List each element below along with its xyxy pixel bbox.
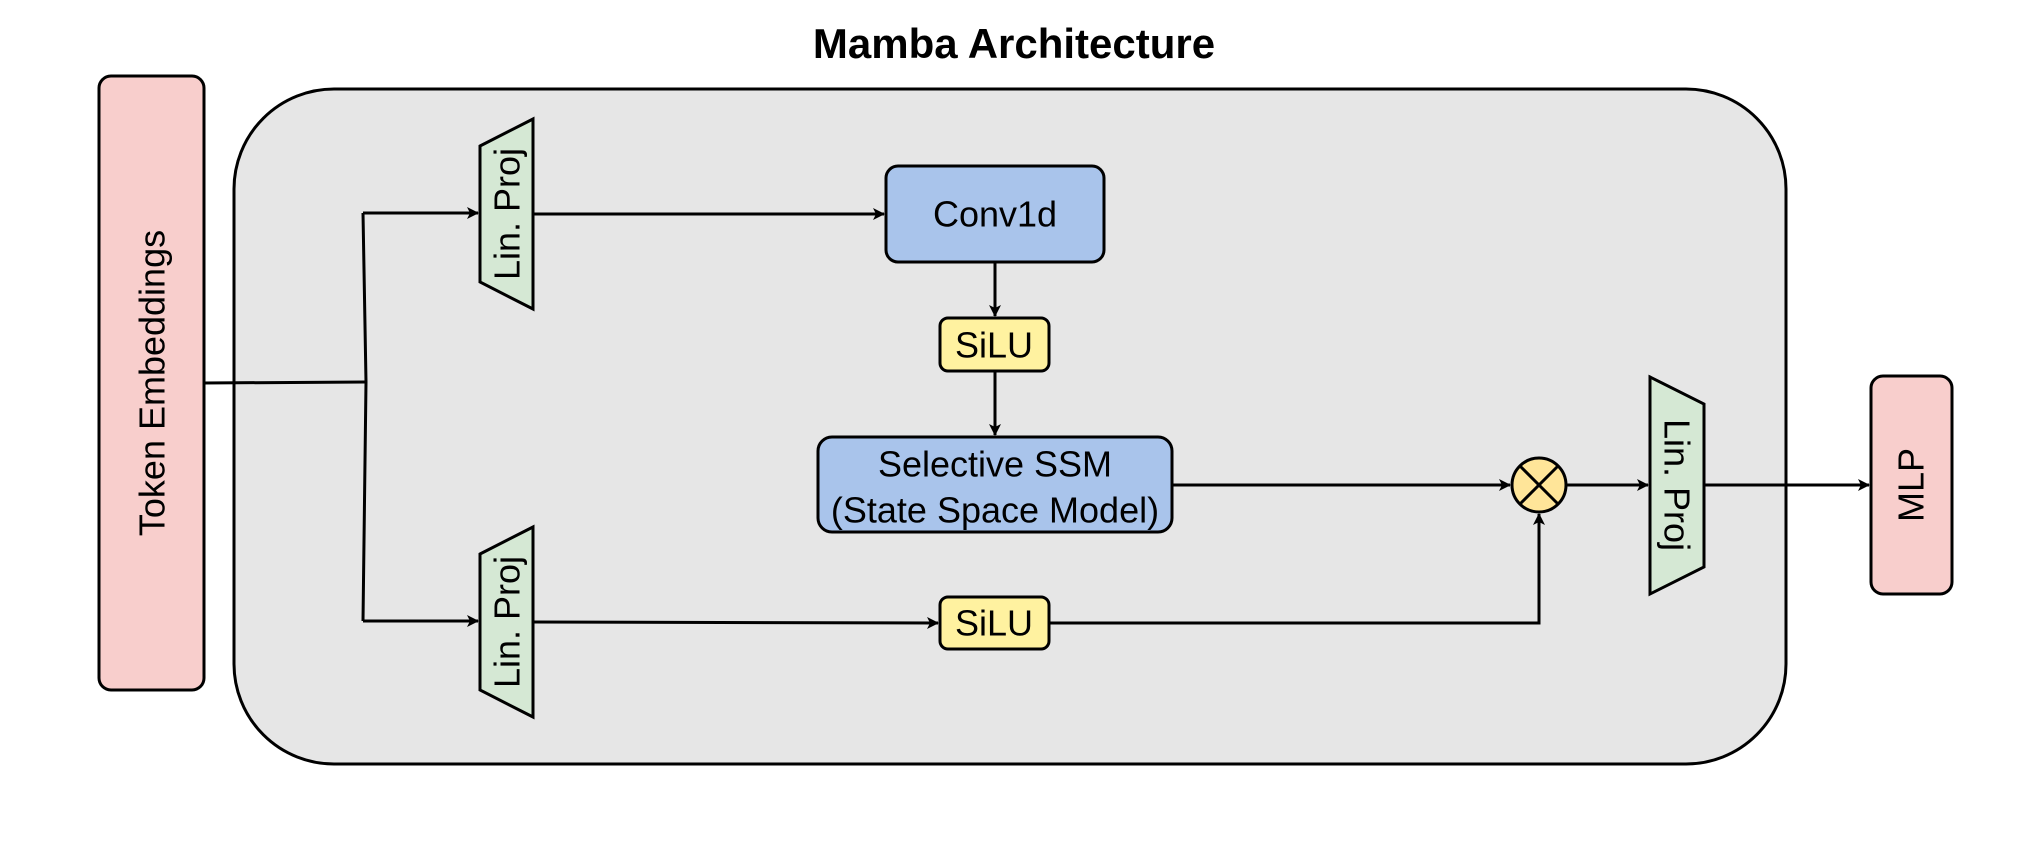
lin-proj-out-label: Lin. Proj — [1657, 419, 1698, 551]
lin-proj-out-trapezoid — [1648, 374, 1706, 597]
conv1d-label: Conv1d — [933, 194, 1057, 235]
selective-ssm-label-line2: (State Space Model) — [831, 490, 1159, 531]
lin-proj-top-label: Lin. Proj — [487, 148, 528, 280]
edge-embeddings-to-split — [203, 380, 367, 385]
lin-proj-bottom-label: Lin. Proj — [487, 556, 528, 688]
multiply-icon — [1510, 456, 1568, 514]
token-embeddings-label: Token Embeddings — [132, 230, 173, 536]
silu-top-label: SiLU — [955, 325, 1033, 366]
mlp-box — [1869, 374, 1954, 596]
edge-split-trunk — [361, 212, 368, 622]
lin-proj-top-trapezoid — [478, 116, 535, 312]
silu-bottom-label: SiLU — [955, 603, 1033, 644]
mamba-block-container — [232, 87, 1788, 766]
diagram-title: Mamba Architecture — [813, 20, 1215, 67]
mlp-label: MLP — [1891, 448, 1932, 522]
lin-proj-bottom-trapezoid — [478, 524, 535, 720]
edge-lin-proj-bottom-to-silu — [532, 616, 939, 629]
selective-ssm-label-line1: Selective SSM — [878, 444, 1112, 485]
edge-silu-bottom-to-multiply — [1049, 513, 1545, 625]
